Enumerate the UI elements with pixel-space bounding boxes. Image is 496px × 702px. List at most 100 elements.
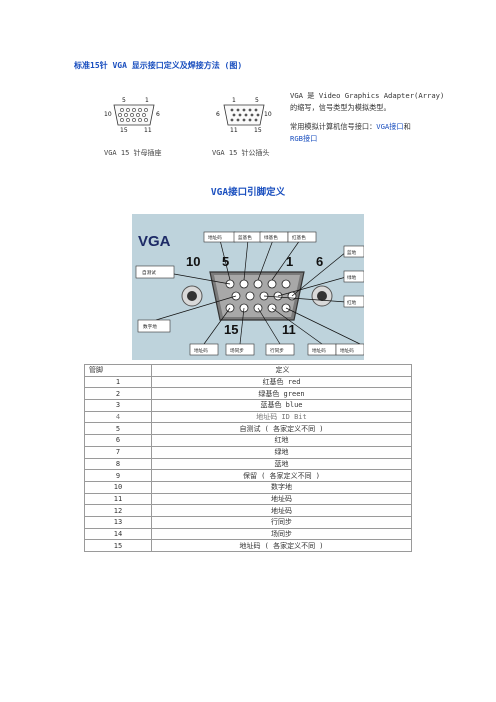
male-connector-diagram: 1 5 6 10 11 15 (216, 97, 272, 134)
definition-cell: 绿地 (151, 445, 412, 459)
svg-text:地址码: 地址码 (208, 234, 222, 241)
callout-bottom-3: 行同步 (265, 343, 295, 356)
male-shell-shape (223, 104, 265, 126)
pin-cell: 13 (84, 515, 152, 529)
callout-top-4: 红基色 (287, 231, 317, 243)
male-label-top-left: 1 (232, 97, 236, 104)
female-shell-shape (113, 104, 155, 126)
callout-bottom-5: 地址码 (335, 343, 364, 356)
pin-cell: 9 (84, 469, 152, 482)
male-label-bot-left: 11 (230, 127, 238, 134)
pin-cell: 3 (84, 399, 152, 412)
definition-cell: 自测试 ( 各家定义不同 ) (151, 422, 412, 436)
pin-cell: 15 (84, 539, 152, 552)
svg-text:场同步: 场同步 (230, 347, 244, 354)
pin-number-10: 10 (186, 254, 200, 269)
callout-left-2: 数字地 (137, 319, 171, 333)
description-prefix: 常用模拟计算机信号接口： (290, 122, 377, 131)
callout-top-1: 地址码 (203, 231, 236, 243)
pin-cell: 11 (84, 492, 152, 506)
pin-cell: 1 (84, 375, 152, 389)
male-label-mid-left: 6 (216, 111, 220, 118)
callout-right-3: 红地 (343, 295, 364, 308)
svg-text:行同步: 行同步 (270, 347, 284, 354)
svg-text:绿地: 绿地 (347, 274, 357, 281)
definition-cell: 绿基色 green (151, 387, 412, 401)
pin-number-6: 6 (316, 254, 323, 269)
vga-pinout-diagram: VGA 10 5 1 6 15 11 (132, 214, 364, 360)
section-title: VGA接口引脚定义 (210, 187, 286, 198)
pin-cell: 10 (84, 480, 152, 494)
description-and: 和 (403, 122, 411, 131)
female-connector-diagram: 5 1 10 6 15 11 (104, 97, 160, 134)
definition-cell: 保留 ( 各家定义不同 ) (151, 469, 412, 482)
pin-cell: 6 (84, 434, 152, 447)
female-pins (118, 108, 148, 122)
male-caption: VGA 15 针公插头 (212, 149, 270, 157)
connector-face-icon (214, 275, 300, 317)
callout-left-1: 自测试 (135, 265, 175, 279)
female-label-bot-left: 15 (120, 127, 128, 134)
header-definition: 定义 (151, 364, 412, 377)
svg-text:红基色: 红基色 (292, 234, 306, 241)
female-label-mid-left: 10 (104, 111, 112, 118)
page-title: 标准15针 VGA 显示接口定义及焊接方法 (图) (74, 61, 243, 70)
callout-right-2: 绿地 (343, 270, 364, 283)
male-pins (230, 108, 260, 122)
header-pin: 管脚 (84, 364, 152, 377)
male-label-top-right: 5 (255, 97, 259, 104)
callout-bottom-2: 场同步 (225, 343, 255, 356)
rgb-interface-link[interactable]: RGB接口 (290, 134, 318, 143)
female-label-top-right: 1 (145, 97, 149, 104)
svg-text:地址码: 地址码 (194, 347, 208, 354)
svg-text:蓝地: 蓝地 (347, 249, 357, 256)
right-screw-icon (311, 285, 333, 307)
callout-right-1: 蓝地 (343, 245, 364, 258)
svg-text:绿基色: 绿基色 (264, 234, 278, 241)
pin-cell: 5 (84, 422, 152, 436)
male-label-bot-right: 15 (254, 127, 262, 134)
leader-lines (155, 239, 361, 345)
pin-cell: 8 (84, 457, 152, 471)
definition-cell: 红基色 red (151, 375, 412, 389)
female-label-mid-right: 6 (156, 111, 160, 118)
pin-cell: 7 (84, 445, 152, 459)
vga-logo: VGA (138, 233, 171, 250)
definition-cell: 地址码 (151, 492, 412, 506)
female-label-top-left: 5 (122, 97, 126, 104)
pin-cell: 14 (84, 527, 152, 541)
svg-text:数字地: 数字地 (143, 323, 157, 330)
pin-cell: 2 (84, 387, 152, 401)
female-caption: VGA 15 针母插座 (104, 149, 162, 157)
definition-cell: 地址码 (151, 504, 412, 517)
callout-top-3: 绿基色 (259, 231, 289, 243)
left-screw-icon (181, 285, 203, 307)
svg-text:红地: 红地 (347, 299, 357, 306)
pin-cell: 12 (84, 504, 152, 517)
definition-cell: 地址码 ID Bit (151, 410, 412, 424)
description-line-1: VGA 是 Video Graphics Adapter(Array) (290, 91, 445, 100)
callout-bottom-1: 地址码 (189, 343, 219, 356)
description-line-2: 的缩写，信号类型为模拟类型。 (290, 103, 391, 112)
description-block: VGA 是 Video Graphics Adapter(Array) 的缩写，… (290, 90, 470, 145)
vga-interface-link[interactable]: VGA接口 (376, 122, 404, 131)
svg-text:自测试: 自测试 (142, 269, 156, 276)
svg-text:蓝基色: 蓝基色 (238, 234, 252, 241)
callout-bottom-4: 地址码 (307, 343, 337, 356)
pin-number-1: 1 (286, 254, 293, 269)
definition-cell: 蓝基色 blue (151, 399, 412, 412)
